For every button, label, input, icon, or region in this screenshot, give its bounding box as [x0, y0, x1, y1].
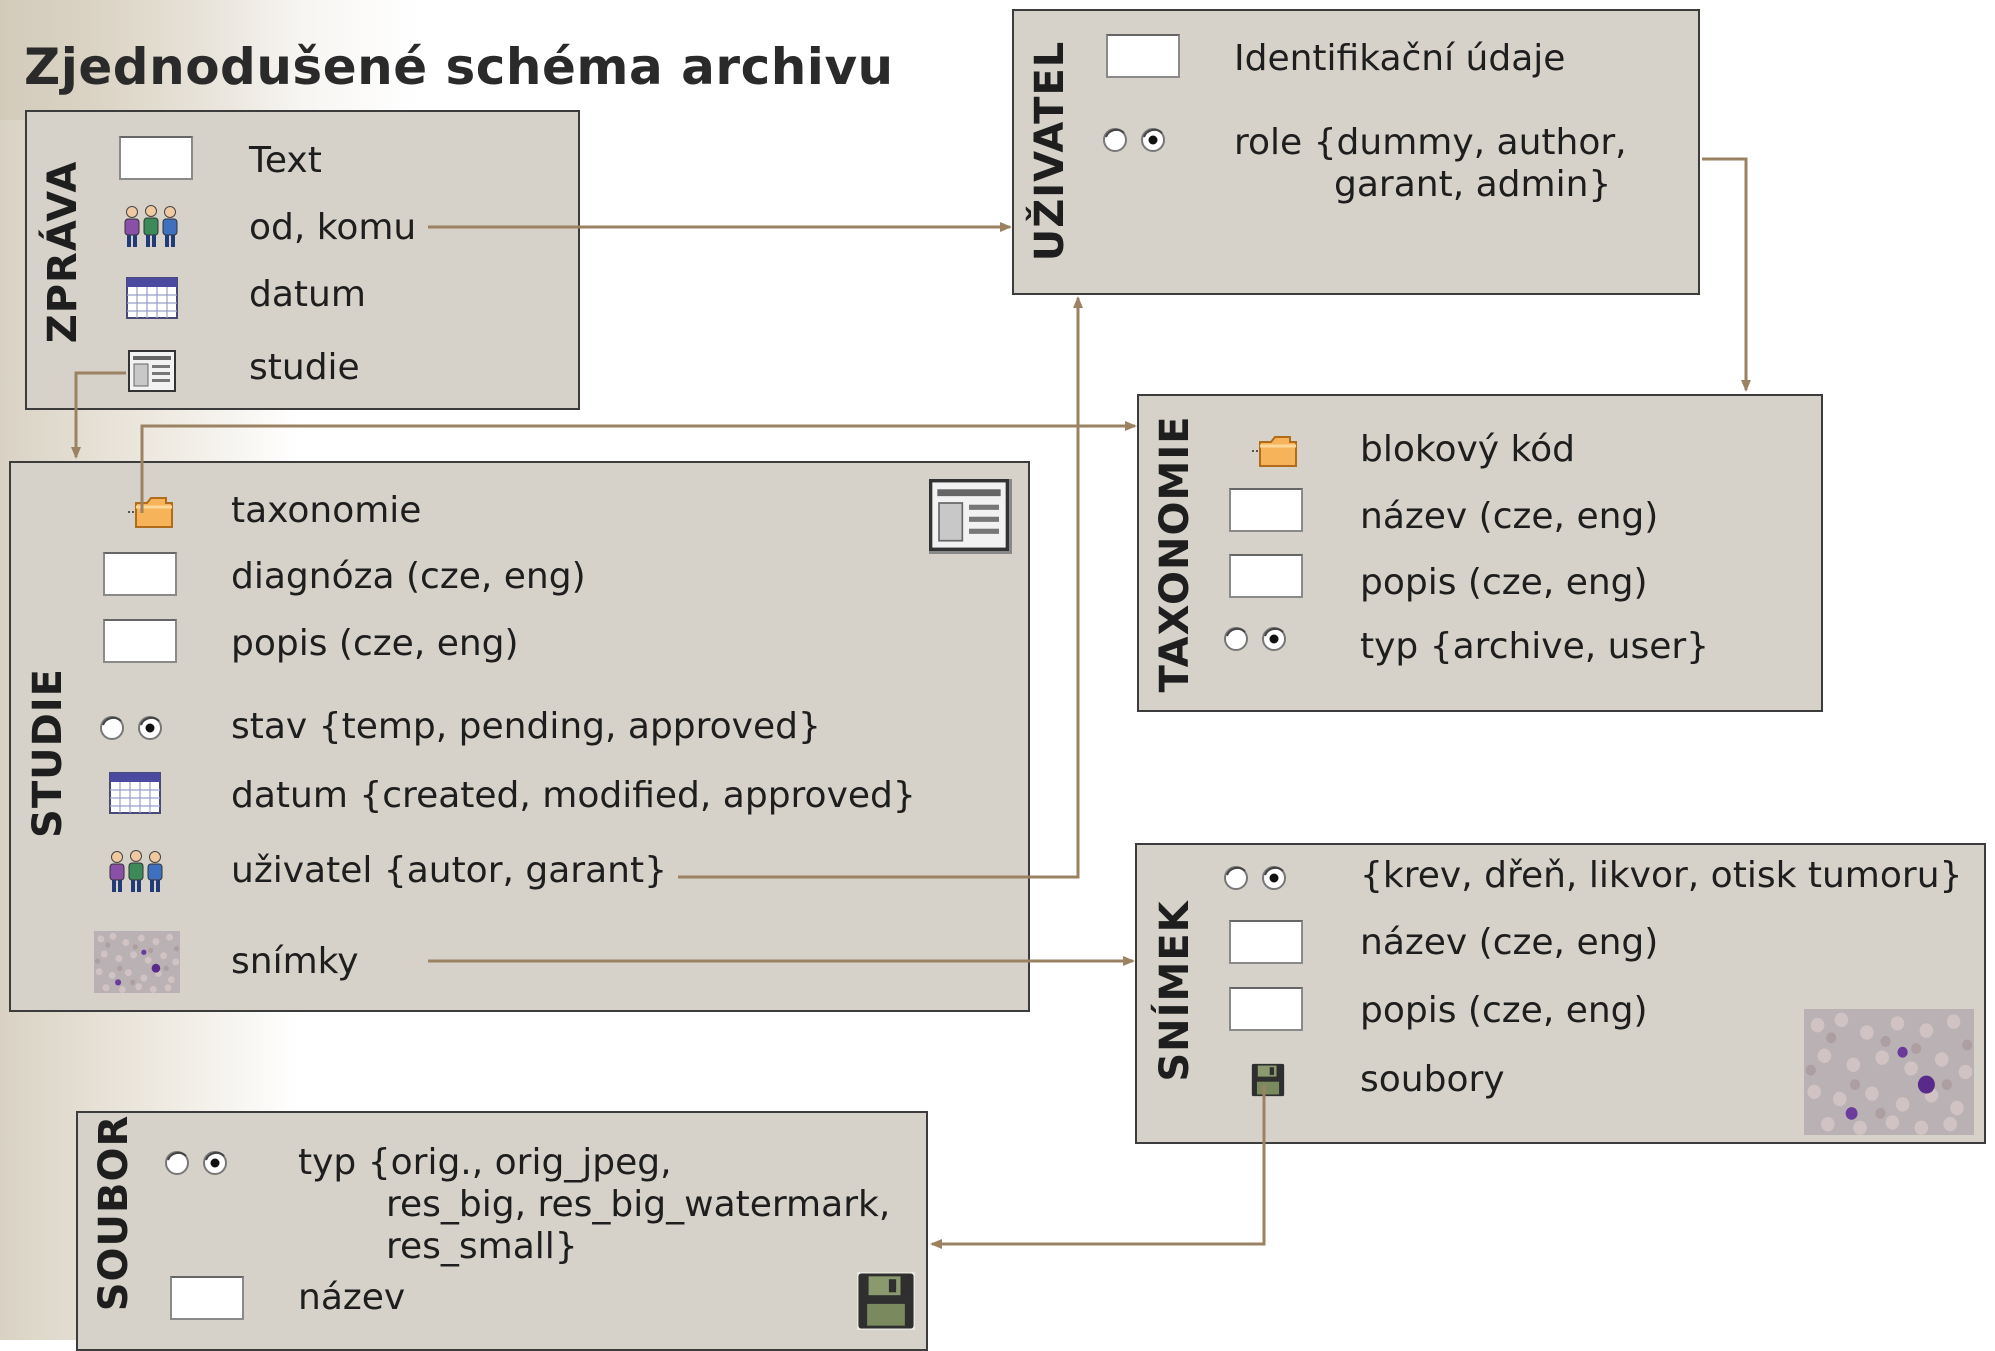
- field-label: popis (cze, eng): [231, 623, 519, 664]
- field-label: soubory: [1360, 1059, 1505, 1100]
- field-label: res_big, res_big_watermark,: [386, 1184, 891, 1225]
- field-label: typ {archive, user}: [1360, 626, 1710, 667]
- connector-zprava-studie: [71, 371, 126, 459]
- document-icon: [929, 479, 1012, 554]
- entity-uzivatel: UŽIVATEL Identifikační údaje role {dummy…: [1012, 9, 1700, 295]
- field-label: blokový kód: [1360, 429, 1575, 470]
- entity-zprava: ZPRÁVA Text od, komu datum studie: [25, 110, 580, 410]
- page-title: Zjednodušené schéma archivu: [24, 38, 894, 96]
- field-label: taxonomie: [231, 490, 422, 531]
- background-wash-top: [0, 0, 420, 120]
- textbox-icon: [170, 1276, 244, 1320]
- field-label: garant, admin}: [1334, 164, 1612, 205]
- field-label: {krev, dřeň, likvor, otisk tumoru}: [1360, 855, 1963, 896]
- connector-uzivatel-taxonomie: [1702, 157, 1751, 392]
- field-label: res_small}: [386, 1226, 578, 1267]
- field-label: role {dummy, author,: [1234, 122, 1627, 163]
- field-label: popis (cze, eng): [1360, 990, 1648, 1031]
- field-label: datum: [249, 274, 366, 315]
- field-label: diagnóza (cze, eng): [231, 556, 586, 597]
- field-label: název (cze, eng): [1360, 496, 1659, 537]
- entity-studie: STUDIE taxonomie diagnóza (cze, eng) pop…: [9, 461, 1030, 1012]
- field-label: datum {created, modified, approved}: [231, 775, 916, 816]
- field-label: studie: [249, 347, 360, 388]
- entity-snimek: SNÍMEK {krev, dřeň, likvor, otisk tumoru…: [1135, 843, 1986, 1144]
- textbox-icon: [1229, 987, 1303, 1031]
- textbox-icon: [103, 552, 177, 596]
- connector-studie-uzivatel: [678, 296, 1083, 879]
- field-label: Text: [249, 140, 322, 181]
- textbox-icon: [1106, 34, 1180, 78]
- textbox-icon: [1229, 488, 1303, 532]
- field-label: název (cze, eng): [1360, 922, 1659, 963]
- connector-studie-taxonomie: [140, 421, 1137, 513]
- entity-taxonomie: TAXONOMIE blokový kód název (cze, eng) p…: [1137, 394, 1823, 712]
- textbox-icon: [1229, 554, 1303, 598]
- field-label: typ {orig., orig_jpeg,: [298, 1142, 672, 1183]
- textbox-icon: [1229, 920, 1303, 964]
- field-label: snímky: [231, 941, 359, 982]
- field-label: popis (cze, eng): [1360, 562, 1648, 603]
- field-label: stav {temp, pending, approved}: [231, 706, 821, 747]
- field-label: Identifikační údaje: [1234, 38, 1566, 79]
- field-label: od, komu: [249, 207, 417, 248]
- textbox-icon: [119, 136, 193, 180]
- textbox-icon: [103, 619, 177, 663]
- field-label: uživatel {autor, garant}: [231, 850, 668, 891]
- entity-soubor: SOUBOR typ {orig., orig_jpeg, res_big, r…: [76, 1111, 928, 1351]
- connector-snimek-soubor: [930, 1085, 1266, 1249]
- field-label: název: [298, 1277, 406, 1318]
- floppy-disk-icon: [857, 1272, 915, 1330]
